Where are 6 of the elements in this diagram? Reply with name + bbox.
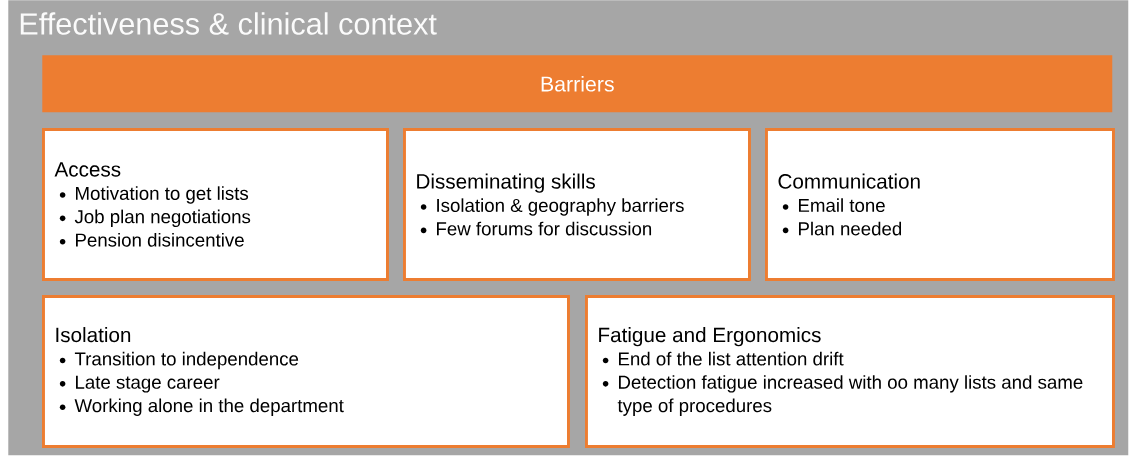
text-box: Communication Email tone Plan needed [765,128,1115,281]
text-box: Fatigue and Ergonomics End of the list attention drift Detection fatigue increased with oo many lists and same type of procedures [585,295,1115,448]
header-band: Barriers [42,55,1113,113]
text-box: Isolation Transition to independence Late stage career Working alone in the department [42,295,570,448]
text-box: Access Motivation to get lists Job plan negotiations Pension disincentive [42,128,389,281]
text-box: Disseminating skills Isolation & geography barriers Few forums for discussion [403,128,751,281]
